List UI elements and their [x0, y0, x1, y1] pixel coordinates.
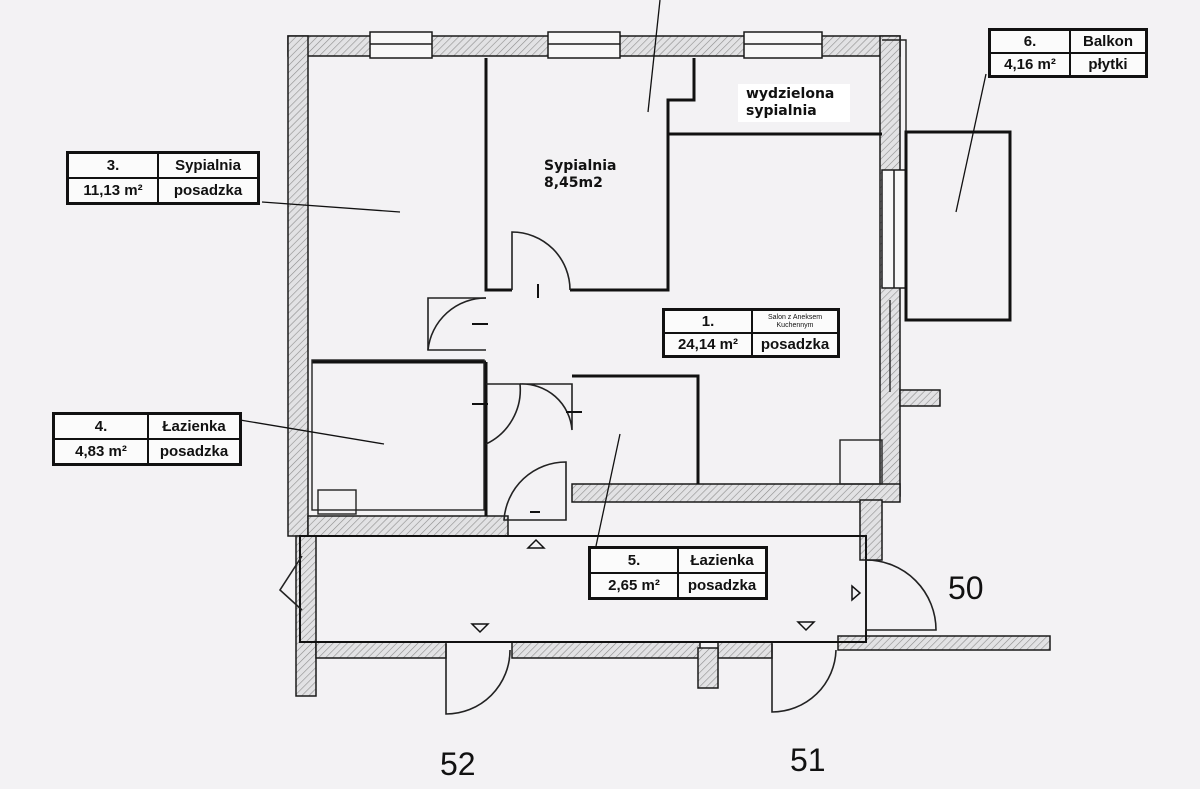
room-5-name: Łazienka	[678, 548, 766, 573]
room-4-area: 4,83 m²	[54, 439, 148, 464]
room-3-number: 3.	[68, 153, 158, 178]
room-label-6: 6. Balkon 4,16 m² płytki	[988, 28, 1148, 78]
room-3-area: 11,13 m²	[68, 178, 158, 203]
unit-number-51: 51	[790, 742, 826, 778]
windows	[369, 31, 907, 289]
room-1-name: Salon z Aneksem Kuchennym	[752, 310, 838, 333]
unit-number-50: 50	[948, 570, 984, 606]
exterior-walls	[287, 35, 1051, 697]
room-label-3: 3. Sypialnia 11,13 m² posadzka	[66, 151, 260, 205]
door-swings	[278, 231, 937, 715]
bedroom-annotation-line1: Sypialnia	[544, 158, 617, 174]
annotation-box	[738, 84, 850, 122]
leader-lines	[239, 0, 987, 547]
separated-bedroom-annotation: wydzielona sypialnia	[746, 86, 834, 120]
room-6-name: Balkon	[1070, 30, 1146, 53]
markers	[472, 284, 582, 513]
room-1-number: 1.	[664, 310, 752, 333]
room-6-floor: płytki	[1070, 53, 1146, 76]
room-4-floor: posadzka	[148, 439, 240, 464]
room-label-5: 5. Łazienka 2,65 m² posadzka	[588, 546, 768, 600]
room-label-4: 4. Łazienka 4,83 m² posadzka	[52, 412, 242, 466]
room-4-number: 4.	[54, 414, 148, 439]
room-4-name: Łazienka	[148, 414, 240, 439]
room-label-1: 1. Salon z Aneksem Kuchennym 24,14 m² po…	[662, 308, 840, 358]
separated-annotation-line1: wydzielona	[746, 86, 835, 102]
room-3-name: Sypialnia	[158, 153, 258, 178]
room-5-number: 5.	[590, 548, 678, 573]
room-1-area: 24,14 m²	[664, 333, 752, 356]
bedroom-annotation-line2: 8,45m2	[544, 175, 603, 191]
room-6-number: 6.	[990, 30, 1070, 53]
door-markers	[470, 538, 862, 634]
separated-annotation-line2: sypialnia	[746, 103, 817, 119]
interior-walls	[312, 58, 882, 516]
room-5-floor: posadzka	[678, 573, 766, 598]
unit-number-52: 52	[440, 746, 476, 782]
room-5-area: 2,65 m²	[590, 573, 678, 598]
balcony	[904, 130, 1012, 322]
bedroom-annotation: Sypialnia 8,45m2	[544, 158, 617, 192]
corridor	[299, 535, 867, 643]
room-3-floor: posadzka	[158, 178, 258, 203]
room-1-floor: posadzka	[752, 333, 838, 356]
room-6-area: 4,16 m²	[990, 53, 1070, 76]
